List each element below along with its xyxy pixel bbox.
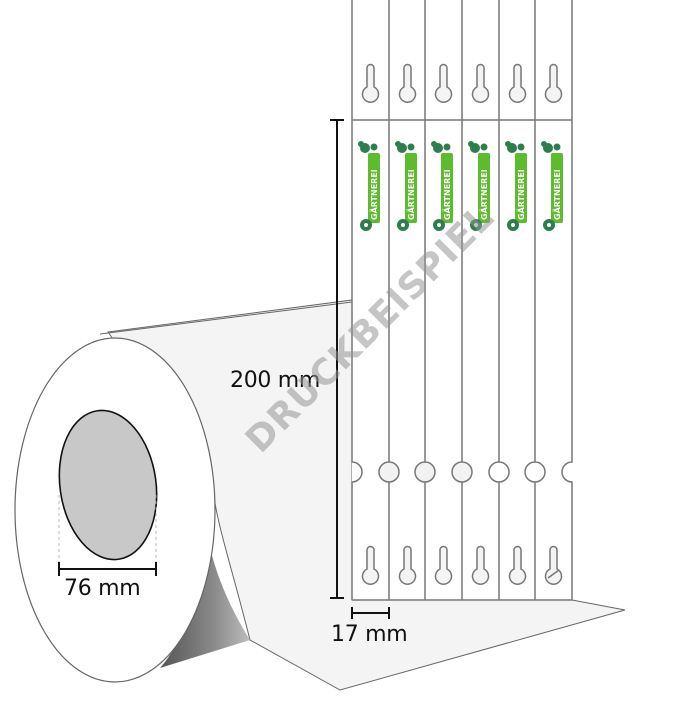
height-dimension-line (330, 119, 344, 599)
core-dimension-label: 76 mm (64, 576, 141, 601)
svg-text:GÄRTNEREI: GÄRTNEREI (369, 169, 379, 220)
roll-top-edge (99, 301, 353, 335)
printed-label-4: GÄRTNEREI (468, 141, 490, 231)
keyhole-slots (361, 63, 563, 585)
svg-text:GÄRTNEREI: GÄRTNEREI (442, 169, 452, 220)
width-dimension-label: 17 mm (331, 622, 408, 647)
width-dimension-line (351, 607, 390, 619)
core-dimension-line (58, 562, 157, 576)
svg-text:GÄRTNEREI: GÄRTNEREI (406, 169, 416, 220)
printed-label-5: GÄRTNEREI (505, 141, 527, 231)
printed-label-6: GÄRTNEREI (541, 141, 563, 231)
strip-dividers (351, 0, 573, 601)
printed-labels: GÄRTNEREI GÄRTNEREI GÄRTNEREI GÄRTNEREI (358, 141, 563, 231)
svg-text:GÄRTNEREI: GÄRTNEREI (479, 169, 489, 220)
svg-text:GÄRTNEREI: GÄRTNEREI (516, 169, 526, 220)
printed-label-1: GÄRTNEREI (358, 141, 380, 231)
height-dimension-label: 200 mm (230, 368, 321, 393)
svg-text:GÄRTNEREI: GÄRTNEREI (552, 169, 562, 220)
printed-label-2: GÄRTNEREI (395, 141, 417, 231)
roll-core (58, 409, 158, 561)
printed-label-3: GÄRTNEREI (431, 141, 453, 231)
